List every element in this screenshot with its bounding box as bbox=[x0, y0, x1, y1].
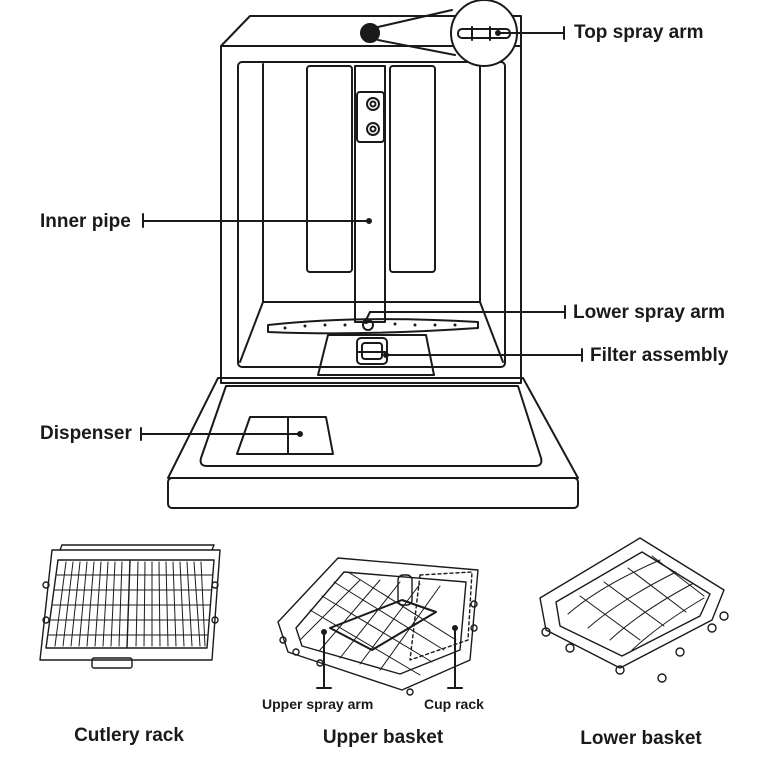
top-spray-arm-callout bbox=[360, 0, 565, 67]
filter-assembly bbox=[317, 334, 435, 376]
label-filter-assembly: Filter assembly bbox=[590, 345, 729, 366]
lower-basket-drawing bbox=[539, 537, 729, 683]
label-upper-spray-arm: Upper spray arm bbox=[262, 696, 374, 712]
label-top-spray-arm: Top spray arm bbox=[574, 22, 704, 43]
upper-basket-drawing bbox=[277, 557, 479, 696]
leader-lines bbox=[140, 213, 583, 441]
cutlery-rack-drawing bbox=[39, 544, 221, 669]
label-lower-spray-arm: Lower spray arm bbox=[573, 302, 726, 323]
label-cup-rack: Cup rack bbox=[424, 696, 484, 712]
label-dispenser: Dispenser bbox=[40, 423, 132, 444]
dishwasher-door bbox=[167, 377, 579, 509]
label-inner-pipe: Inner pipe bbox=[40, 211, 131, 232]
lower-spray-arm bbox=[267, 318, 479, 335]
dishwasher-body bbox=[220, 15, 522, 384]
caption-lower-basket: Lower basket bbox=[580, 728, 702, 749]
caption-upper-basket: Upper basket bbox=[322, 727, 444, 748]
upper-basket-leaders bbox=[316, 625, 463, 689]
caption-cutlery-rack: Cutlery rack bbox=[74, 725, 184, 746]
